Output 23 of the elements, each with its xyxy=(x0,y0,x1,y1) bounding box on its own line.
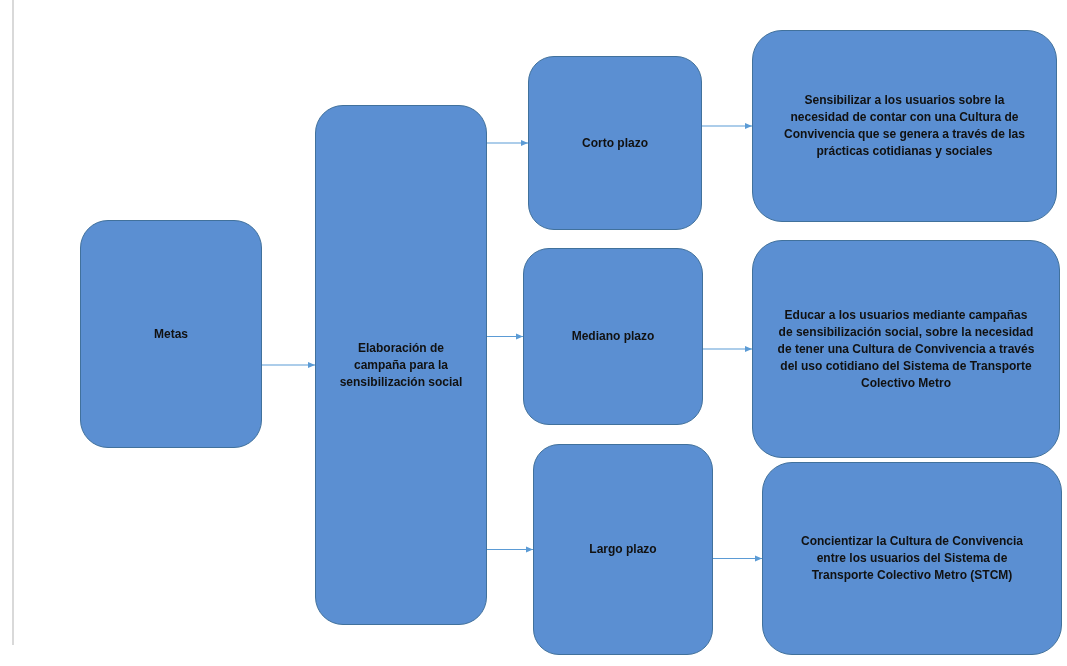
box-text: Largo plazo xyxy=(589,541,657,558)
process-box xyxy=(752,240,1060,458)
process-box xyxy=(533,444,713,655)
box-text: Mediano plazo xyxy=(571,328,655,345)
arrow xyxy=(486,140,529,146)
box-text: Concientizar la Cultura de Convivencia entre los usuarios del Sistema de Transporte Colectivo Metro (STCM) xyxy=(799,533,1025,584)
process-box xyxy=(315,105,487,625)
process-box xyxy=(80,220,262,448)
process-box xyxy=(762,462,1062,655)
process-box xyxy=(523,248,703,425)
arrow xyxy=(486,333,524,340)
arrow xyxy=(701,123,753,129)
arrow xyxy=(486,546,534,553)
box-text: Elaboración de campaña para la sensibilización social xyxy=(338,339,464,391)
process-box xyxy=(528,56,702,230)
box-text: Sensibilizar a los usuarios sobre la necesidad de contar con una Cultura de Convivencia que se genera a través de las prácticas cotidianas y sociales xyxy=(783,92,1026,160)
box-text: Corto plazo xyxy=(582,134,648,152)
process-box xyxy=(752,30,1057,222)
box-text: Educar a los usuarios mediante campañas de sensibilización social, sobre la necesidad de tener una Cultura de Convivencia a través del uso cotidiano del Sistema de Transporte Colectivo Metro xyxy=(777,306,1035,392)
box-text: Metas xyxy=(154,325,188,343)
arrow xyxy=(702,346,753,352)
arrow xyxy=(712,555,763,562)
arrow xyxy=(261,362,316,368)
